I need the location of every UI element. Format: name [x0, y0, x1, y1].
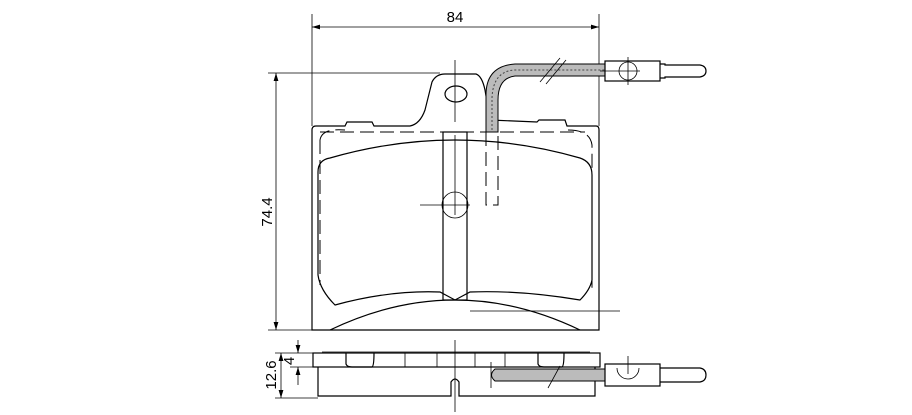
backing-plate-front: [311, 60, 600, 331]
height-dimension: 74.4: [259, 72, 440, 331]
height-label: 74.4: [259, 197, 276, 226]
mounting-hole: [444, 85, 468, 103]
width-label: 84: [447, 9, 464, 26]
width-dimension: 84: [311, 9, 600, 126]
backing-plate-side: [312, 352, 601, 368]
wear-sensor-front: [485, 57, 707, 206]
total-thickness-label: 12.6: [263, 360, 280, 389]
side-view: [312, 340, 707, 412]
plate-thickness-label: 4: [281, 357, 298, 365]
connector-pin: [660, 63, 707, 79]
thickness-dimensions: 12.6 4: [263, 340, 318, 399]
friction-material-front: [317, 129, 620, 312]
